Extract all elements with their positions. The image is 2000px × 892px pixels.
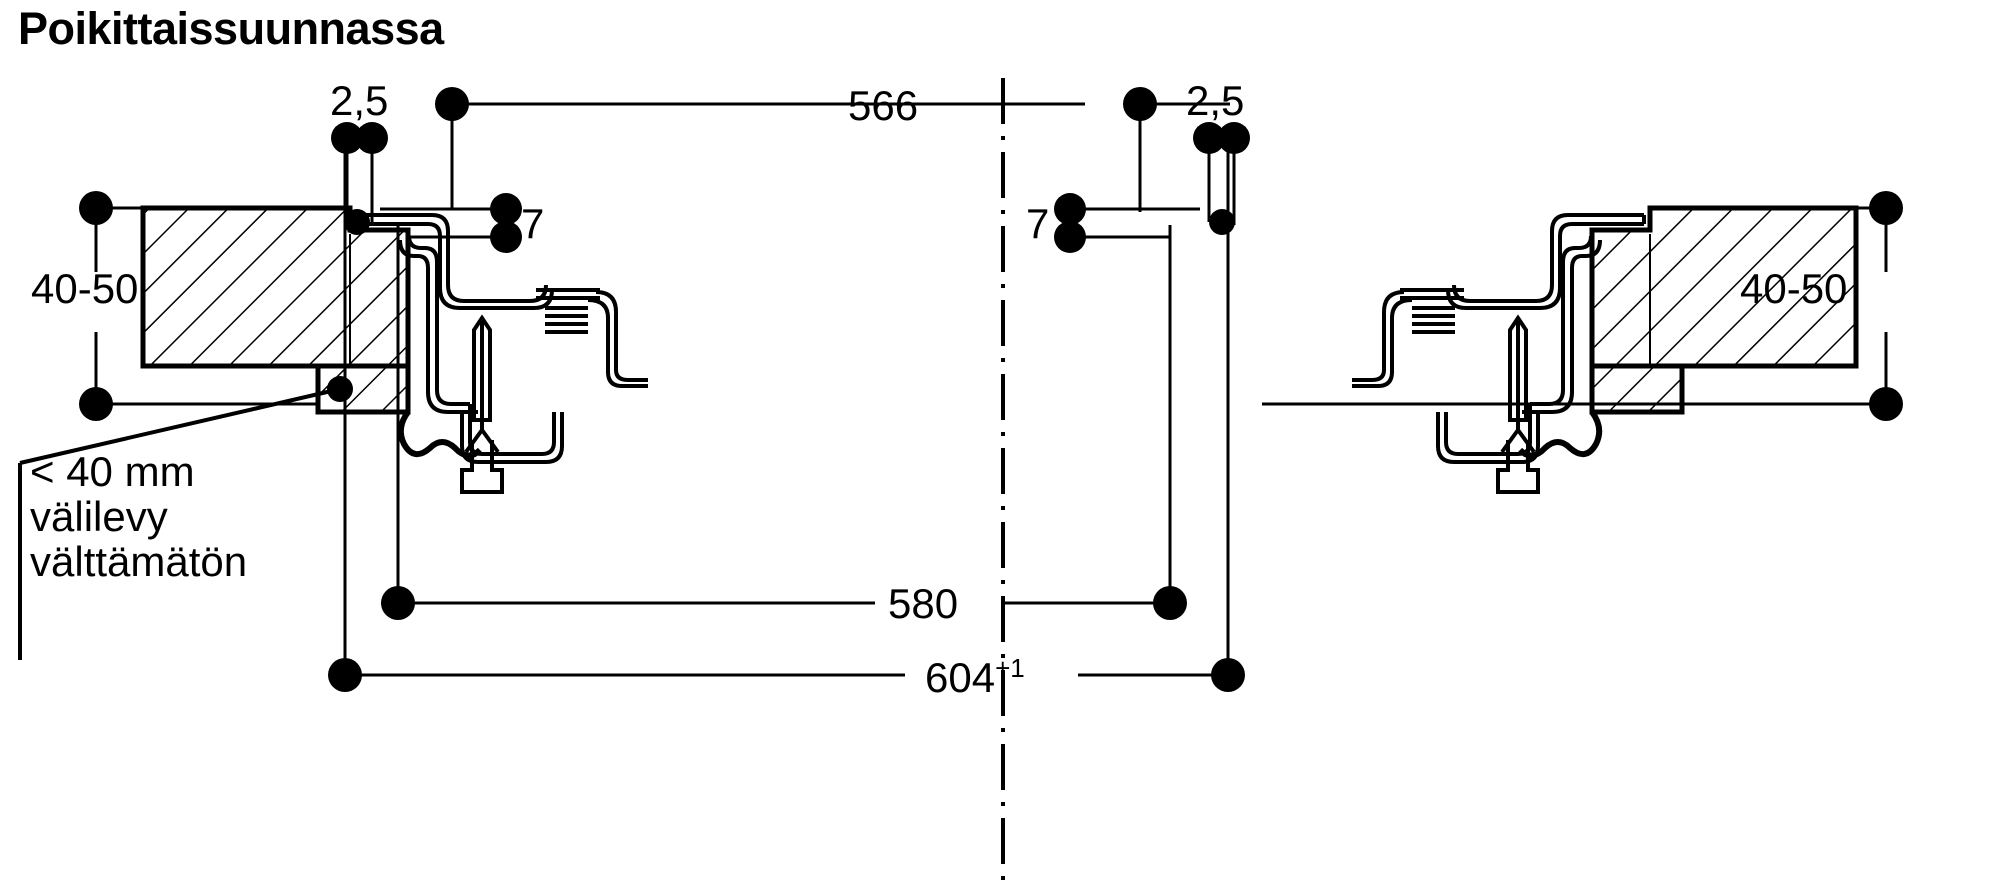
dimension-604-tolerance: +1	[995, 653, 1025, 683]
dim-dot-4050-left-bottom	[79, 387, 113, 421]
dimension-label-7-left: 7	[521, 200, 545, 247]
appliance-profile-right	[1352, 213, 1646, 494]
dim-dot-566-right	[1123, 87, 1157, 121]
dimension-label-7-right: 7	[1026, 200, 1050, 247]
dim-dot-25-right-a	[1193, 122, 1225, 154]
dimension-580	[396, 225, 1172, 605]
dimension-label-2-5-left: 2,5	[330, 77, 389, 124]
annotation-leader	[18, 387, 341, 660]
dim-dot-4050-left-top	[79, 191, 113, 225]
dim-dot-7-right-a	[1054, 193, 1086, 225]
dimension-label-40-50-left: 40-50	[31, 265, 139, 312]
page-title: Poikittaissuunnassa	[18, 3, 444, 54]
worktop-left	[140, 205, 411, 369]
dim-dot-604-right	[1211, 658, 1245, 692]
dimension-604-value: 604	[925, 654, 996, 701]
dim-dot-25-right-b	[1218, 122, 1250, 154]
worktop-right-spacer-block	[1589, 363, 1685, 415]
dim-dot-580-right	[1153, 586, 1187, 620]
dimension-label-2-5-right: 2,5	[1186, 77, 1245, 124]
worktop-right	[1589, 205, 1859, 369]
dimension-label-566: 566	[848, 82, 919, 129]
dim-dot-7-left-b	[490, 221, 522, 253]
dim-dot-25-left-b	[356, 122, 388, 154]
dim-dot-604-left	[328, 658, 362, 692]
corner-dot-left	[344, 209, 370, 235]
annotation-line-3: välttämätön	[30, 538, 248, 585]
dimension-604	[343, 138, 1230, 677]
appliance-profile-left	[354, 213, 648, 494]
corner-dot-right-inner	[1209, 209, 1235, 235]
dimension-label-40-50-right: 40-50	[1740, 265, 1848, 312]
annotation-line-1: < 40 mm	[30, 448, 195, 495]
dim-dot-4050-right-bottom	[1869, 387, 1903, 421]
dim-dot-4050-right-top	[1869, 191, 1903, 225]
dim-dot-25-left-a	[331, 122, 363, 154]
dimension-label-580: 580	[888, 580, 959, 627]
annotation-anchor-dot	[327, 376, 353, 402]
dimension-566	[450, 102, 1230, 212]
dim-dot-7-left-a	[490, 193, 522, 225]
annotation-line-2: välilevy	[30, 493, 168, 540]
dim-dot-580-left	[381, 586, 415, 620]
dim-dot-7-right-b	[1054, 221, 1086, 253]
dimension-7-right	[1068, 207, 1200, 239]
dimension-label-604: 604+1	[925, 655, 1025, 699]
dim-dot-566-left	[435, 87, 469, 121]
